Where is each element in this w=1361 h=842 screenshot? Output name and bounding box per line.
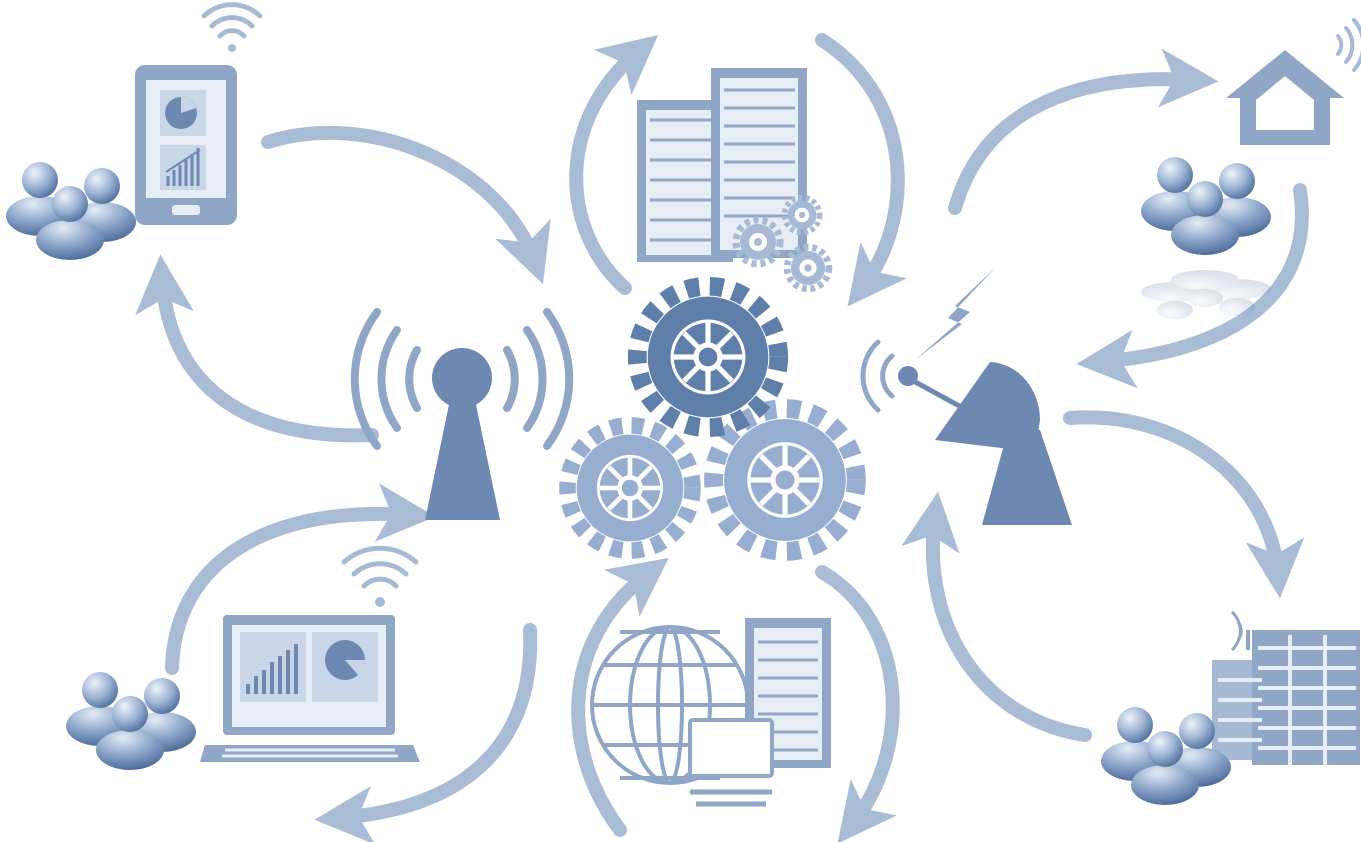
arrow-laptop-down [314,623,538,842]
arrow-home-to-satellite [948,48,1219,215]
arrow-laptop-to-tower [165,483,436,675]
home-icon [1226,18,1361,145]
arrow-top-left-up [569,35,659,295]
gears-icon [567,286,856,551]
flow-arrows [135,33,1309,842]
arrow-tower-to-phone [135,254,379,443]
arrow-top-right-down [815,33,907,307]
smartphone-icon [135,2,263,225]
arrow-satellite-to-building [1063,410,1305,599]
wifi-icon [341,545,419,607]
arrow-phone-to-hub [261,125,551,285]
arrow-hub-to-globe [815,565,900,842]
office-building-icon [1212,610,1360,765]
server-stack-icon [637,68,829,289]
laptop-icon [200,545,420,762]
arrow-globe-up [571,557,669,837]
user-group-icon [66,672,196,770]
arrow-home-return [1076,183,1309,389]
satellite-dish-icon [860,268,1072,525]
user-group-icon [6,162,136,260]
user-group-icon [1101,707,1231,805]
arrow-building-to-satellite [901,491,1092,742]
globe-server-icon [590,618,831,807]
radio-tower-icon [350,308,574,520]
user-group-icon [1141,157,1271,319]
wifi-icon [201,2,263,52]
